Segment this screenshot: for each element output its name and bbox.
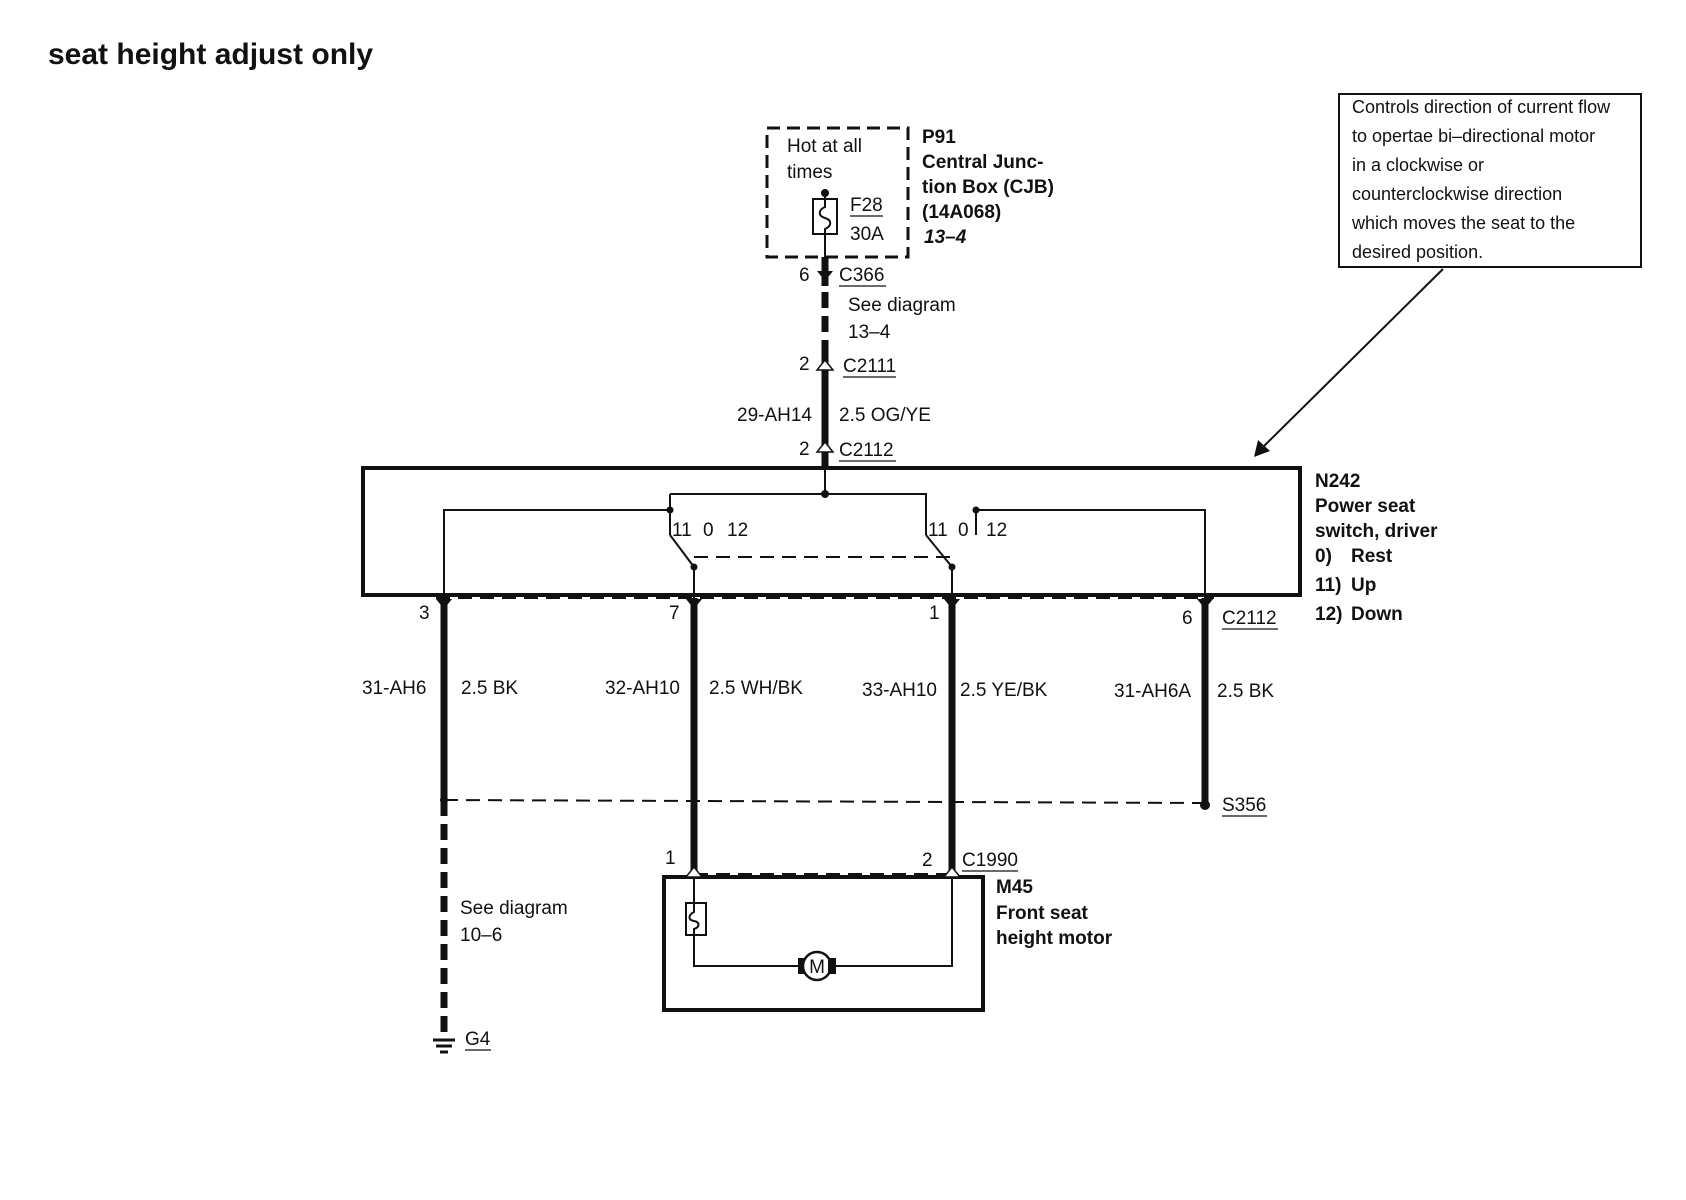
contact-label: 12 bbox=[727, 520, 748, 541]
circuit-number: 33-AH10 bbox=[862, 680, 937, 701]
note-line: desired position. bbox=[1352, 242, 1483, 262]
circuit-number: 29-AH14 bbox=[737, 405, 812, 426]
lower-wires: 3 7 1 6 C2112 31-AH6 2.5 BK 32-AH10 2.5 … bbox=[362, 598, 1278, 1040]
callout-arrowhead-icon bbox=[1254, 440, 1270, 457]
cjb-name: Central Junc- bbox=[922, 152, 1043, 173]
position-key: 12) bbox=[1315, 604, 1342, 625]
wire-spec: 2.5 OG/YE bbox=[839, 405, 931, 426]
note-line: to opertae bi–directional motor bbox=[1352, 126, 1595, 146]
motor-id: M45 bbox=[996, 877, 1033, 898]
note-line: Controls direction of current flow bbox=[1352, 97, 1611, 117]
note-box bbox=[1338, 93, 1642, 268]
central-junction-box: Hot at all times F28 30A P91 Central Jun… bbox=[765, 126, 1054, 259]
contact-label: 11 bbox=[672, 520, 692, 541]
motor-name: height motor bbox=[996, 928, 1113, 949]
position-key: 0) bbox=[1315, 546, 1332, 567]
position-label: Down bbox=[1351, 604, 1403, 625]
cjb-ref: 13–4 bbox=[924, 227, 967, 248]
motor-name: Front seat bbox=[996, 903, 1089, 924]
see-diagram-text: See diagram bbox=[460, 898, 568, 919]
position-label: Up bbox=[1351, 575, 1376, 596]
fuse-rating: 30A bbox=[850, 224, 884, 245]
contact-label: 11 bbox=[928, 520, 948, 541]
connector-label: C2112 bbox=[839, 440, 894, 461]
splice-node bbox=[1200, 800, 1210, 810]
connector-label: C366 bbox=[839, 265, 884, 286]
connector-label: C1990 bbox=[962, 850, 1018, 871]
ground-id: G4 bbox=[465, 1029, 491, 1050]
thermal-breaker-icon bbox=[685, 902, 707, 936]
pin-number: 2 bbox=[922, 850, 933, 871]
switch-id: N242 bbox=[1315, 471, 1360, 492]
switch-blade-right bbox=[925, 534, 953, 568]
circuit-number: 32-AH10 bbox=[605, 678, 680, 699]
switch-name: Power seat bbox=[1315, 496, 1416, 517]
contact-label: 12 bbox=[986, 520, 1007, 541]
splice-dashed-link bbox=[443, 799, 1206, 804]
circuit-number: 31-AH6 bbox=[362, 678, 426, 699]
pin-number: 6 bbox=[1182, 608, 1193, 629]
contact-label: 0 bbox=[958, 520, 969, 541]
cjb-outline bbox=[765, 126, 910, 259]
ground: See diagram 10–6 G4 bbox=[433, 898, 568, 1054]
cjb-hot-text: Hot at all bbox=[787, 136, 862, 157]
pin-number: 1 bbox=[929, 603, 940, 624]
wire-spec: 2.5 BK bbox=[461, 678, 518, 699]
see-diagram-text: 13–4 bbox=[848, 322, 891, 343]
circuit-number: 31-AH6A bbox=[1114, 681, 1191, 702]
cjb-name: tion Box (CJB) bbox=[922, 177, 1054, 198]
contact-label: 0 bbox=[703, 520, 714, 541]
diagram-title: seat height adjust only bbox=[48, 38, 373, 71]
switch-outline bbox=[361, 466, 1302, 597]
seat-height-motor: M 1 2 C1990 M45 Front seat height motor bbox=[662, 848, 1113, 1012]
note-line: counterclockwise direction bbox=[1352, 184, 1562, 204]
pin-number: 7 bbox=[669, 603, 680, 624]
note-callout: Controls direction of current flow to op… bbox=[1254, 93, 1642, 457]
connector-label: C2111 bbox=[843, 356, 896, 377]
cjb-hot-text: times bbox=[787, 162, 832, 183]
connector-label: C2112 bbox=[1222, 608, 1277, 629]
note-line: which moves the seat to the bbox=[1351, 213, 1575, 233]
fuse-element-icon bbox=[818, 193, 832, 257]
cjb-part: (14A068) bbox=[922, 202, 1001, 223]
switch-name: switch, driver bbox=[1315, 521, 1438, 542]
wire-spec: 2.5 BK bbox=[1217, 681, 1274, 702]
position-label: Rest bbox=[1351, 546, 1393, 567]
note-line: in a clockwise or bbox=[1352, 155, 1484, 175]
motor-outline bbox=[662, 875, 985, 1012]
pin-number: 1 bbox=[665, 848, 676, 869]
callout-arrow-line bbox=[1257, 268, 1444, 453]
motor-brush-icon bbox=[828, 958, 836, 974]
position-key: 11) bbox=[1315, 575, 1341, 596]
pin-number: 3 bbox=[419, 603, 430, 624]
motor-symbol: M bbox=[809, 957, 825, 978]
see-diagram-text: See diagram bbox=[848, 295, 956, 316]
switch-blade-left bbox=[669, 534, 695, 568]
pin-number: 2 bbox=[799, 354, 810, 375]
power-seat-switch: 11 0 12 11 0 12 N242 Power seat switch, … bbox=[361, 466, 1438, 625]
pin-number: 6 bbox=[799, 265, 810, 286]
wire-spec: 2.5 YE/BK bbox=[960, 680, 1048, 701]
upper-feed-wire: 6 C366 See diagram 13–4 2 C2111 29-AH14 … bbox=[737, 257, 956, 498]
cjb-id: P91 bbox=[922, 127, 956, 148]
wire-spec: 2.5 WH/BK bbox=[709, 678, 803, 699]
see-diagram-text: 10–6 bbox=[460, 925, 502, 946]
fuse-id: F28 bbox=[850, 195, 883, 216]
splice-label: S356 bbox=[1222, 795, 1266, 816]
pin-number: 2 bbox=[799, 439, 810, 460]
